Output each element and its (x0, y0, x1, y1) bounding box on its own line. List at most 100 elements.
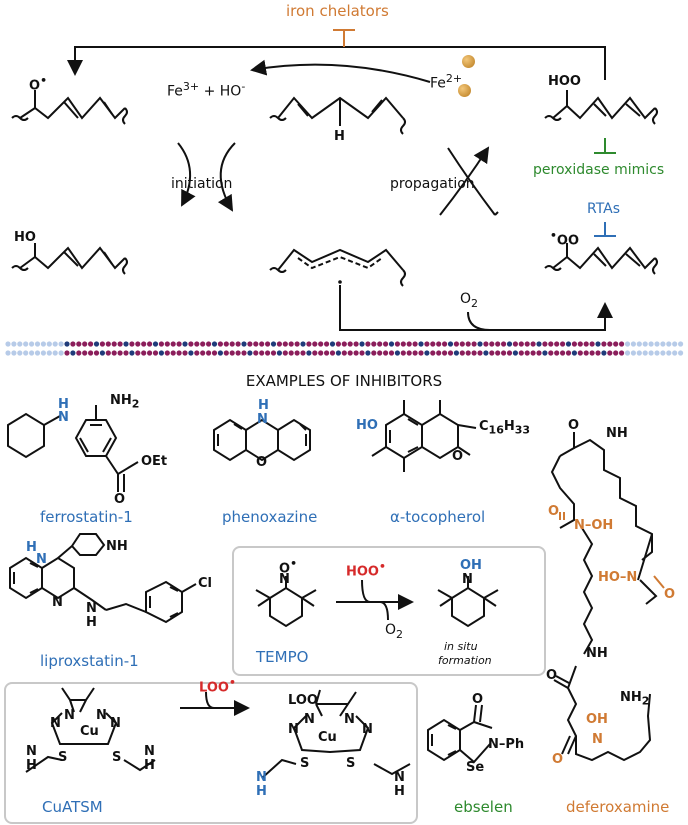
membrane-bead (217, 350, 223, 356)
membrane-bead (194, 341, 200, 347)
prod-nh2-h: H (394, 784, 405, 799)
cu-s2: S (112, 750, 122, 765)
membrane-bead (359, 341, 365, 347)
membrane-bead (613, 341, 619, 347)
membrane-bead (152, 350, 159, 356)
membrane-bead (571, 341, 578, 347)
membrane-bead (241, 341, 247, 347)
cu-n3: N (50, 716, 61, 731)
membrane-bead (459, 350, 465, 356)
membrane-bead (40, 341, 47, 347)
membrane-bead (501, 350, 507, 356)
membrane-bead (412, 350, 418, 356)
membrane-bead (46, 341, 52, 347)
membrane-bead (400, 341, 406, 347)
membrane-bead (471, 341, 477, 347)
membrane-bead (589, 350, 595, 356)
membrane-bead (64, 341, 70, 347)
membrane-bead (318, 350, 324, 356)
membrane-bead (518, 341, 524, 347)
dfo-oh2: OH (586, 712, 608, 727)
phenox-o: O (256, 455, 268, 470)
initiation-label: initiation (171, 176, 233, 192)
membrane-bead (93, 341, 100, 347)
membrane-bead (324, 350, 330, 356)
membrane-bead (678, 350, 684, 356)
membrane-bead (276, 350, 282, 356)
membrane-bead (577, 341, 583, 347)
membrane-bead (436, 350, 442, 356)
membrane-bead (329, 350, 336, 356)
membrane-bead (235, 350, 241, 356)
cuatsm-box (4, 682, 418, 824)
membrane-bead (5, 350, 11, 356)
membrane-bead (270, 341, 277, 347)
membrane-bead (465, 341, 471, 347)
membrane-bead (129, 341, 135, 347)
membrane-bead (82, 350, 88, 356)
membrane-bead (613, 350, 619, 356)
membrane-bead (206, 341, 212, 347)
membrane-bead (300, 350, 306, 356)
membrane-bead (247, 350, 253, 356)
membrane-bead (654, 350, 660, 356)
membrane-bead (129, 350, 135, 356)
membrane-bead (335, 350, 341, 356)
membrane-bead (176, 341, 182, 347)
nh2-label: NH2 (110, 393, 140, 411)
membrane-bead (158, 341, 164, 347)
lipro-nh: NH (106, 539, 128, 554)
prod-nh1-n: N (256, 770, 267, 785)
membrane-bead (642, 350, 648, 356)
ferro-h: H (58, 397, 69, 412)
membrane-bead (282, 341, 288, 347)
cu-n2: N (96, 708, 107, 723)
membrane-bead (459, 341, 465, 347)
membrane-bead (595, 350, 601, 356)
cu-nh2-n: N (144, 744, 155, 759)
cu-nh2-h: H (144, 758, 155, 773)
membrane-bead (306, 350, 312, 356)
membrane-bead (182, 350, 188, 356)
ebselen-se: Se (466, 760, 485, 775)
membrane-bead (270, 350, 277, 356)
tempo-o: O• (279, 557, 297, 577)
membrane-bead (530, 341, 536, 347)
c16h33-label: C16H33 (479, 419, 531, 437)
membrane-bead (501, 341, 507, 347)
cl-label: Cl (198, 576, 212, 591)
membrane-bead (436, 341, 442, 347)
phenoxazine-name: phenoxazine (222, 508, 318, 526)
membrane-bead (601, 341, 607, 347)
alkoxyl-radical-structure (11, 90, 128, 125)
alkoxyl-o: O• (29, 74, 47, 94)
cuatsm-name: CuATSM (42, 798, 103, 816)
membrane-bead (672, 350, 678, 356)
membrane-bead (200, 341, 206, 347)
membrane-bead (483, 341, 489, 347)
phenox-h: H (258, 398, 269, 413)
membrane-bead (294, 341, 300, 347)
membrane-bead (453, 350, 459, 356)
membrane-bead (211, 350, 218, 356)
membrane-bead (76, 350, 82, 356)
membrane-bead (477, 350, 483, 356)
membrane-bead (388, 341, 395, 347)
membrane-bead (377, 350, 383, 356)
toco-o: O (452, 449, 464, 464)
membrane-bead (135, 341, 141, 347)
membrane-bead (324, 341, 330, 347)
dfo-n2: N (592, 732, 603, 747)
fe2-label: Fe2+ (430, 72, 463, 92)
membrane-bead (619, 341, 625, 347)
phenox-n: N (257, 412, 268, 427)
membrane-bead (11, 341, 17, 347)
membrane-bead (406, 350, 412, 356)
tempoh-oh: OH (460, 558, 482, 573)
membrane-bead (583, 350, 589, 356)
membrane-bead (506, 350, 513, 356)
membrane-bead (447, 341, 454, 347)
membrane-bead (247, 341, 253, 347)
membrane-bead (294, 350, 300, 356)
membrane-bead (211, 341, 218, 347)
